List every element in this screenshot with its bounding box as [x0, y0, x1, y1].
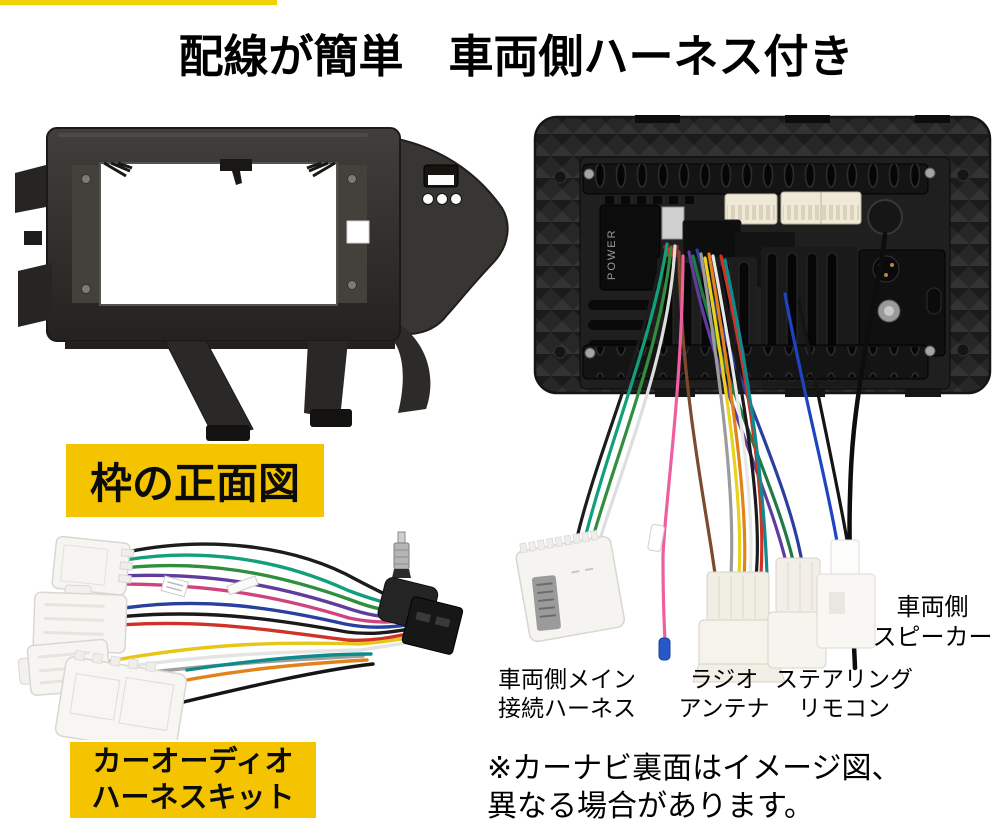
- frame-tab: [15, 165, 46, 213]
- frame-side-wing: [369, 133, 509, 335]
- disclaimer-note-line1: ※カーナビ裏面はイメージ図、: [487, 752, 902, 785]
- kit-antenna-plug: [377, 531, 464, 655]
- kit-caption: カーオーディオ ハーネスキット: [70, 742, 316, 818]
- radio-antenna-connector: [692, 571, 786, 683]
- kit-caption-line2: ハーネスキット: [91, 782, 295, 814]
- kit-connector: [17, 535, 188, 740]
- label-vehicle-speaker: 車両側 スピーカー: [860, 593, 1000, 653]
- label-main-harness: 車両側メイン 接続ハーネス: [487, 665, 647, 723]
- unit-power-label: POWER: [606, 228, 618, 280]
- label-steering-remote-line2: リモコン: [798, 695, 890, 721]
- label-radio-antenna-line1: ラジオ: [689, 666, 759, 692]
- head-unit-body: POWER: [533, 115, 992, 397]
- frame-round-holes: [422, 193, 462, 205]
- label-steering-remote-line1: ステアリング: [775, 666, 913, 692]
- dash-frame-photo: [15, 127, 509, 441]
- label-main-harness-line2: 接続ハーネス: [498, 695, 636, 721]
- kit-zip-tie: [226, 575, 259, 596]
- unit-wire-cascade: [573, 242, 849, 672]
- frame-opening: [100, 163, 337, 305]
- kit-wire-tag: [160, 575, 189, 598]
- top-left-accent-bar: [0, 0, 277, 5]
- unit-mic-knob: [867, 199, 903, 235]
- head-unit-photo: POWER: [515, 115, 992, 683]
- label-vehicle-speaker-line2: スピーカー: [872, 624, 993, 651]
- main-harness-connector: [515, 529, 625, 643]
- frame-leg-left: [164, 340, 254, 440]
- label-radio-antenna: ラジオ アンテナ: [662, 665, 786, 723]
- speaker-connector: [816, 539, 876, 649]
- frame-caption: 枠の正面図: [66, 444, 324, 517]
- disclaimer-note-line2: 異なる場合があります。: [487, 790, 814, 823]
- frame-skirt: [392, 323, 431, 413]
- label-vehicle-speaker-line1: 車両側: [896, 594, 969, 621]
- kit-caption-line1: カーオーディオ: [92, 746, 294, 778]
- label-radio-antenna-line2: アンテナ: [678, 695, 770, 721]
- page-title: 配線が簡単 車両側ハーネス付き: [178, 31, 854, 82]
- frame-leg-right: [304, 341, 348, 419]
- pink-wire-clip: [647, 523, 665, 552]
- label-main-harness-line1: 車両側メイン: [498, 666, 636, 692]
- label-steering-remote: ステアリング リモコン: [766, 665, 922, 723]
- harness-kit-photo: [17, 531, 464, 740]
- frame-tab: [18, 263, 52, 327]
- unit-power-block: [599, 204, 661, 291]
- frame-caption-text: 枠の正面図: [89, 460, 300, 507]
- steering-remote-connector: [767, 557, 827, 669]
- unit-pin-connectors: [724, 191, 862, 225]
- disclaimer-note: ※カーナビ裏面はイメージ図、 異なる場合があります。: [487, 750, 992, 826]
- frame-screws: [81, 174, 357, 294]
- antenna-adapter-tip: [658, 637, 671, 661]
